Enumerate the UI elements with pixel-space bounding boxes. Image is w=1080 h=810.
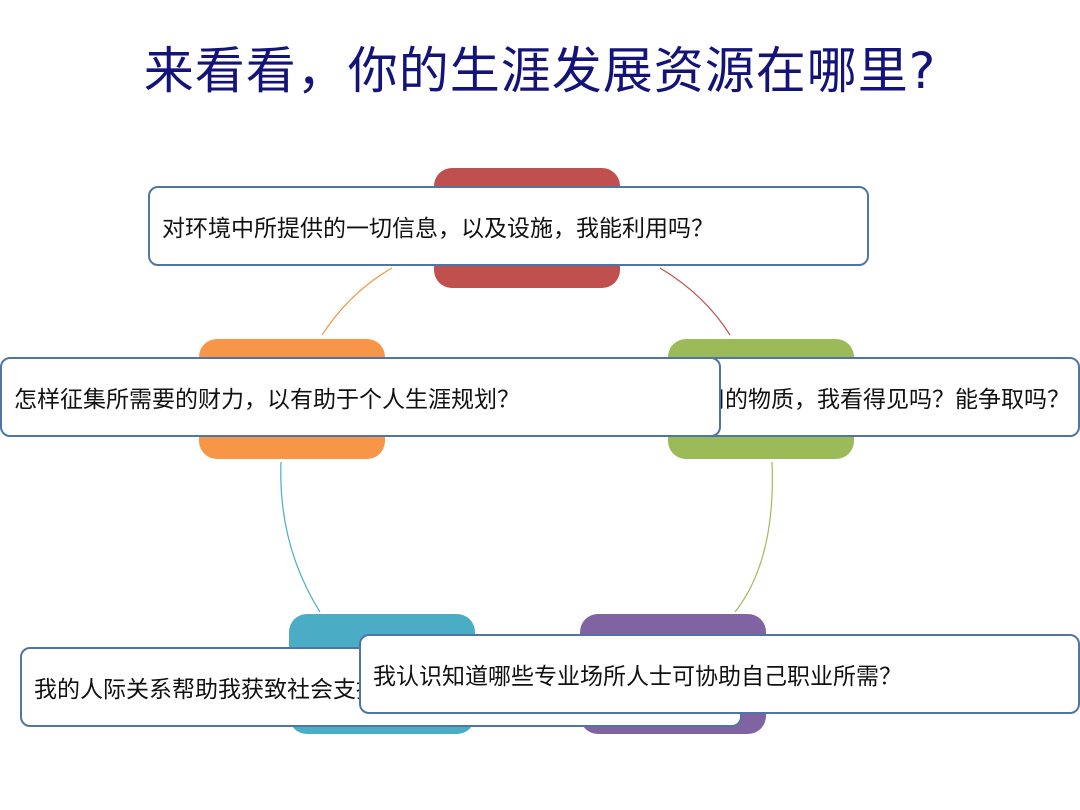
page-title: 来看看，你的生涯发展资源在哪里?: [143, 42, 937, 100]
callout-info-text: 对环境中所提供的一切信息，以及设施，我能利用吗？: [162, 216, 714, 242]
arc-orange-red: [321, 267, 393, 336]
callout-people: 我认识知道哪些专业场所人士可协助自己职业所需？: [359, 634, 1080, 714]
arc-green-purple: [734, 461, 773, 613]
arc-red-green: [659, 267, 731, 336]
callout-finance: 怎样征集所需要的财力，以有助于个人生涯规划？: [0, 357, 721, 437]
arc-teal-orange: [280, 461, 321, 613]
callout-info: 对环境中所提供的一切信息，以及设施，我能利用吗？: [148, 186, 869, 266]
callout-people-text: 我认识知道哪些专业场所人士可协助自己职业所需？: [373, 664, 902, 690]
callout-finance-text: 怎样征集所需要的财力，以有助于个人生涯规划？: [14, 387, 520, 413]
